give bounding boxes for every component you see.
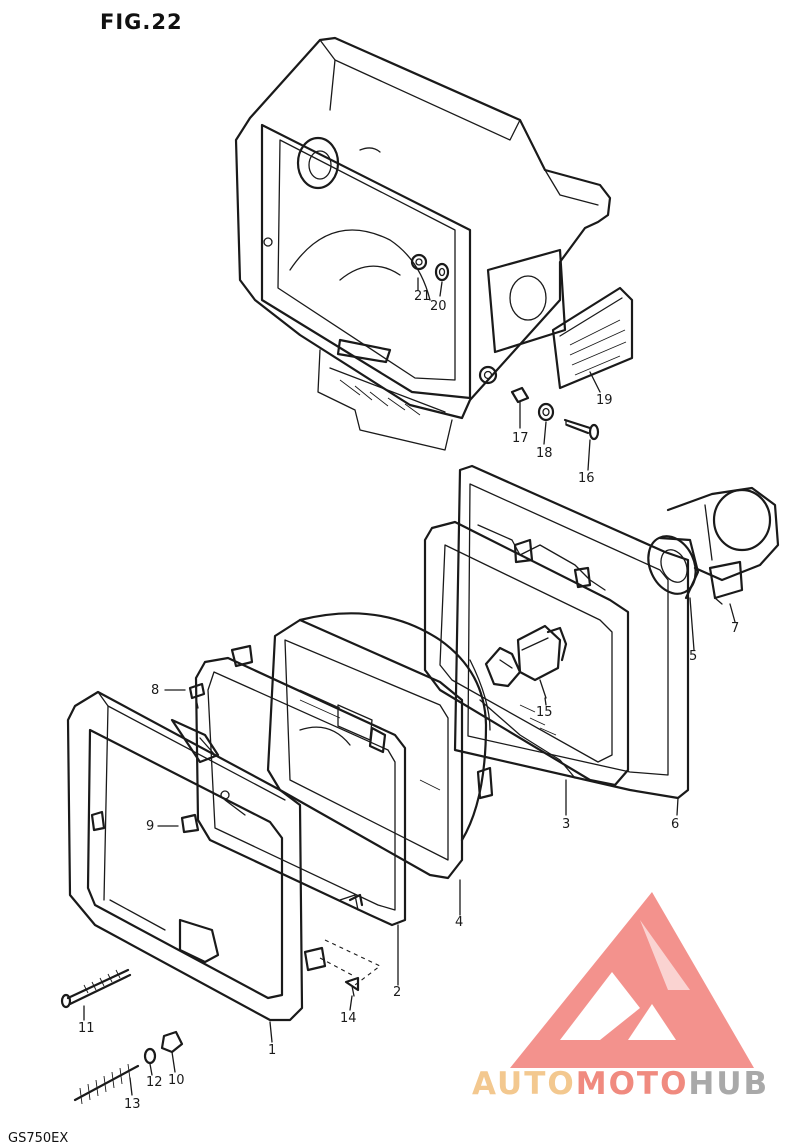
housing-hardware [410, 253, 600, 441]
figure-title: FIG.22 [100, 10, 183, 34]
watermark-brand-part: AUTO [472, 1066, 576, 1102]
part-number-label: 2 [393, 985, 402, 1000]
part-number-label: 5 [689, 649, 698, 664]
part-number-label: 17 [512, 431, 529, 446]
mounting-ring [194, 644, 407, 972]
part-number-label: 20 [430, 299, 447, 314]
part-number-label: 18 [536, 446, 553, 461]
part-number-label: 8 [151, 683, 160, 698]
part-number-label: 16 [578, 471, 595, 486]
part-number-label: 21 [414, 289, 431, 304]
part-number-label: 4 [455, 915, 464, 930]
watermark-brand: AUTOMOTOHUB [472, 1066, 769, 1102]
part-number-label: 3 [562, 817, 571, 832]
watermark-brand-part: MOTO [575, 1066, 689, 1102]
part-number-label: 15 [536, 705, 553, 720]
part-number-label: 1 [268, 1043, 277, 1058]
part-number-label: 13 [124, 1097, 141, 1112]
alignment-lines [319, 939, 382, 986]
part-number-label: 14 [340, 1011, 357, 1026]
model-code: GS750EX [8, 1131, 69, 1146]
fasteners [60, 682, 360, 1105]
socket-cover [647, 535, 700, 600]
part-number-label: 11 [78, 1021, 95, 1036]
outer-rim [66, 690, 304, 1022]
headlight-case [423, 520, 630, 787]
watermark-logo-icon [510, 892, 754, 1068]
back-gasket [453, 464, 690, 800]
part-number-label: 6 [671, 817, 680, 832]
part-number-label: 12 [146, 1075, 163, 1090]
part-number-label: 7 [731, 621, 740, 636]
rubber-cap [666, 486, 780, 605]
part-number-label: 9 [146, 819, 155, 834]
watermark-brand-part: HUB [688, 1066, 770, 1102]
leader-lines [83, 277, 736, 1096]
headlight-bulb [484, 624, 568, 699]
headlight-housing [234, 36, 612, 451]
reflector [551, 286, 634, 390]
part-number-label: 10 [168, 1073, 185, 1088]
part-number-label: 19 [596, 393, 613, 408]
sealed-beam-unit [266, 612, 494, 907]
